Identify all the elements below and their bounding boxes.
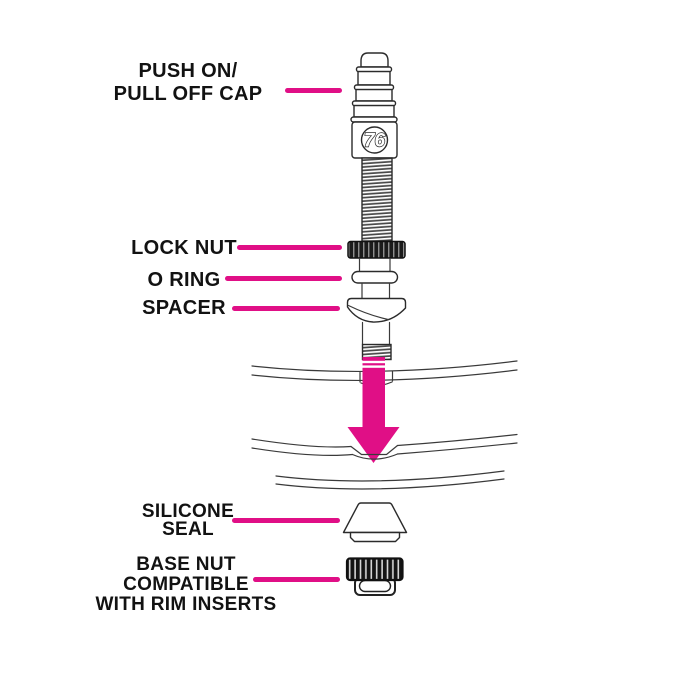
spacer bbox=[346, 297, 407, 323]
o-ring-label-text: O RING bbox=[147, 269, 221, 291]
o-ring bbox=[351, 270, 399, 284]
stem-segment-2 bbox=[361, 282, 391, 300]
silicone-seal bbox=[342, 502, 408, 543]
lock-nut-label-text: LOCK NUT bbox=[131, 237, 237, 259]
insert-direction-arrow bbox=[347, 357, 400, 463]
spacer-label: SPACER bbox=[34, 298, 334, 318]
logo-circle bbox=[360, 126, 389, 154]
cap-pointer-line bbox=[285, 88, 342, 93]
rim-wall-middle bbox=[251, 433, 518, 460]
base-nut-label-line3: WITH RIM INSERTS bbox=[95, 594, 277, 615]
lock-nut-label: LOCK NUT bbox=[34, 238, 334, 258]
spacer-label-text: SPACER bbox=[142, 297, 226, 319]
cap-label-line2: PULL OFF CAP bbox=[113, 83, 263, 105]
rim-wall-bottom bbox=[275, 470, 505, 490]
cap-logo-block: 76 bbox=[351, 121, 398, 159]
base-nut-label-line2: COMPATIBLE bbox=[123, 574, 249, 595]
logo-76-text: 76 bbox=[364, 131, 386, 152]
base-nut-label-line1: BASE NUT bbox=[136, 554, 236, 575]
silicone-seal-pointer-line bbox=[232, 518, 340, 523]
spacer-pointer-line bbox=[232, 306, 340, 311]
cap-label-line1: PUSH ON/ bbox=[138, 60, 238, 82]
stem-segment-3 bbox=[361, 321, 391, 345]
cap-label: PUSH ON/ PULL OFF CAP bbox=[48, 60, 328, 106]
silicone-seal-label-line2: SEAL bbox=[162, 519, 214, 540]
lock-nut-pointer-line bbox=[237, 245, 342, 250]
silicone-seal-label-line1: SILICONE bbox=[141, 501, 235, 522]
valve-stem-threads bbox=[361, 157, 393, 242]
base-nut bbox=[345, 557, 404, 596]
lock-nut bbox=[347, 240, 406, 259]
valve-cap: 76 bbox=[350, 52, 398, 159]
base-nut-label: BASE NUT COMPATIBLE WITH RIM INSERTS bbox=[36, 555, 336, 615]
o-ring-label: O RING bbox=[34, 270, 334, 290]
base-nut-pointer-line bbox=[253, 577, 340, 582]
o-ring-pointer-line bbox=[225, 276, 342, 281]
silicone-seal-label: SILICONE SEAL bbox=[38, 501, 338, 540]
stem-segment-1 bbox=[358, 257, 391, 273]
